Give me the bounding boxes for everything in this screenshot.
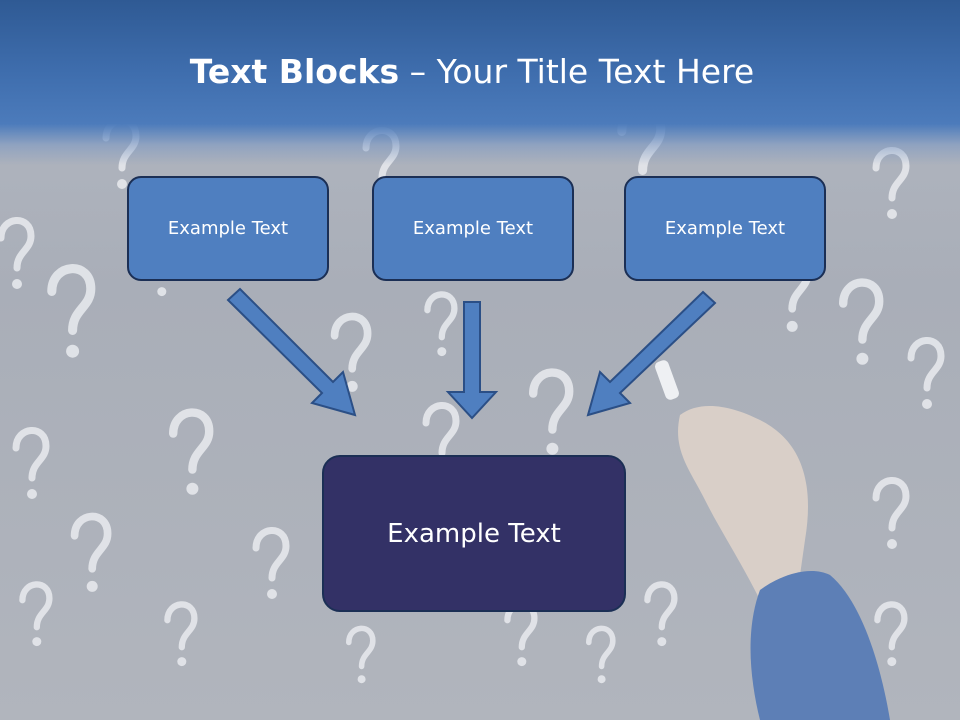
text-block-3[interactable]: Example Text — [624, 176, 826, 281]
text-block-1[interactable]: Example Text — [127, 176, 329, 281]
title-bar — [0, 0, 960, 165]
title-bold-text: Text Blocks — [189, 52, 400, 91]
arrow-right-icon — [586, 290, 717, 417]
center-text-block-label: Example Text — [387, 518, 561, 549]
slide-title: Text Blocks – Your Title Text Here — [0, 52, 944, 91]
title-dash: – — [399, 52, 437, 91]
center-text-block[interactable]: Example Text — [322, 455, 626, 612]
text-block-2[interactable]: Example Text — [372, 176, 574, 281]
text-block-3-label: Example Text — [664, 218, 786, 239]
title-rest-text: Your Title Text Here — [436, 52, 755, 91]
arrow-middle-icon — [445, 301, 499, 420]
text-block-1-label: Example Text — [167, 218, 289, 239]
arrow-left-icon — [226, 287, 357, 417]
text-block-2-label: Example Text — [412, 218, 534, 239]
hand-with-chalk-icon — [654, 360, 890, 720]
